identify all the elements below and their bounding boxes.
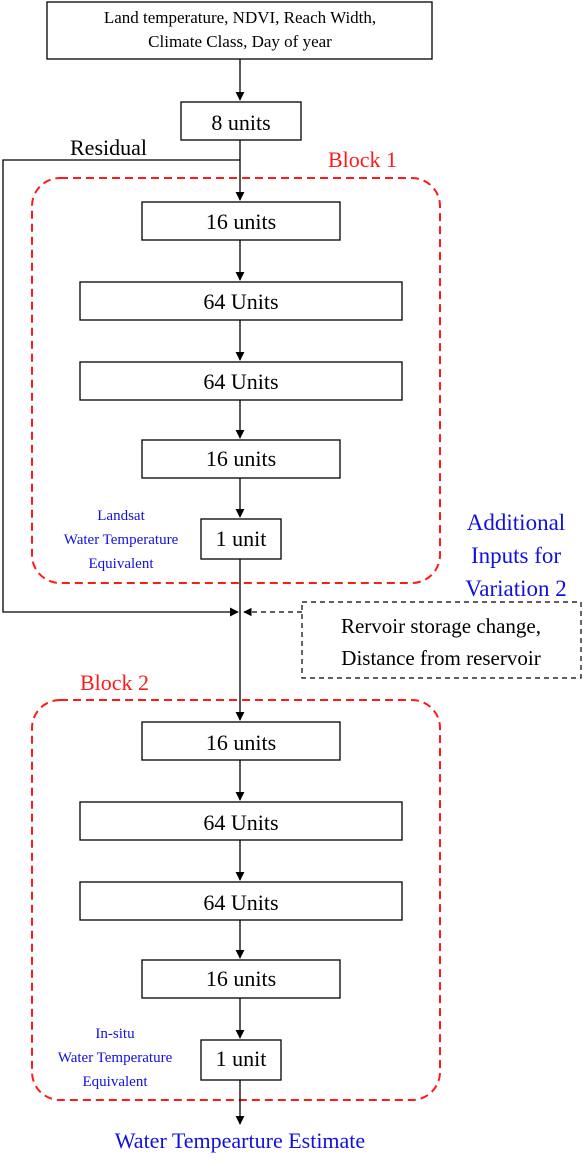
block2-output-1-unit: 1 unit — [200, 1039, 282, 1081]
layer-8-units-node: 8 units — [180, 101, 302, 141]
block1-output-1-unit: 1 unit — [200, 518, 282, 560]
block2-output-label-line1: In-situ — [95, 1026, 135, 1042]
block1-output-label: Landsat Water Temperature Equivalent — [64, 508, 179, 572]
block1-layer-64-units-b: 64 Units — [79, 361, 403, 401]
additional-input-line1: Rervoir storage change, — [341, 614, 541, 638]
block1-layer-64-units-a: 64 Units — [79, 281, 403, 321]
input-features-line2: Climate Class, Day of year — [148, 32, 332, 51]
block1-layer-3-label: 64 Units — [203, 369, 278, 394]
block1-title: Block 1 — [328, 147, 397, 172]
block2-output-label: In-situ Water Temperature Equivalent — [58, 1026, 173, 1090]
residual-connection-line — [2, 159, 240, 617]
additional-inputs-label: Additional Inputs for Variation 2 — [465, 510, 567, 601]
block2-output-label-line2: Water Temperature — [58, 1050, 173, 1066]
additional-inputs-node: Rervoir storage change, Distance from re… — [301, 601, 582, 679]
block2-outline — [31, 699, 441, 1101]
block2-title: Block 2 — [80, 670, 149, 695]
block1-output-label-line2: Water Temperature — [64, 532, 179, 548]
block2-layer-64-units-b: 64 Units — [79, 881, 403, 921]
block1-layer-16-units-a: 16 units — [141, 201, 341, 241]
block2-layer-2-label: 64 Units — [203, 810, 278, 835]
block2-layer-1-label: 16 units — [206, 730, 276, 755]
additional-label-line1: Additional — [467, 510, 565, 535]
residual-label: Residual — [70, 135, 147, 160]
block2-layer-16-units-a: 16 units — [141, 721, 341, 761]
additional-label-line3: Variation 2 — [465, 576, 567, 601]
input-features-line1: Land temperature, NDVI, Reach Width, — [104, 8, 376, 27]
block1-outline — [31, 177, 441, 584]
block2-output-label-line3: Equivalent — [83, 1074, 149, 1090]
block1-layer-1-label: 16 units — [206, 209, 276, 234]
layer-8-units-label: 8 units — [211, 110, 270, 135]
block1-layer-2-label: 64 Units — [203, 289, 278, 314]
block1-layer-4-label: 16 units — [206, 446, 276, 471]
additional-label-line2: Inputs for — [471, 543, 561, 568]
final-output-label: Water Tempearture Estimate — [115, 1128, 365, 1153]
block2-layer-5-label: 1 unit — [216, 1046, 267, 1071]
block2-layer-4-label: 16 units — [206, 966, 276, 991]
block2-layer-64-units-a: 64 Units — [79, 801, 403, 841]
block2-layer-3-label: 64 Units — [203, 890, 278, 915]
input-features-node: Land temperature, NDVI, Reach Width, Cli… — [46, 1, 433, 60]
block1-output-label-line3: Equivalent — [89, 556, 155, 572]
block1-layer-16-units-b: 16 units — [141, 439, 341, 479]
block2-layer-16-units-b: 16 units — [141, 959, 341, 999]
additional-input-line2: Distance from reservoir — [341, 646, 540, 670]
block1-output-label-line1: Landsat — [97, 508, 145, 524]
block1-layer-5-label: 1 unit — [216, 526, 267, 551]
